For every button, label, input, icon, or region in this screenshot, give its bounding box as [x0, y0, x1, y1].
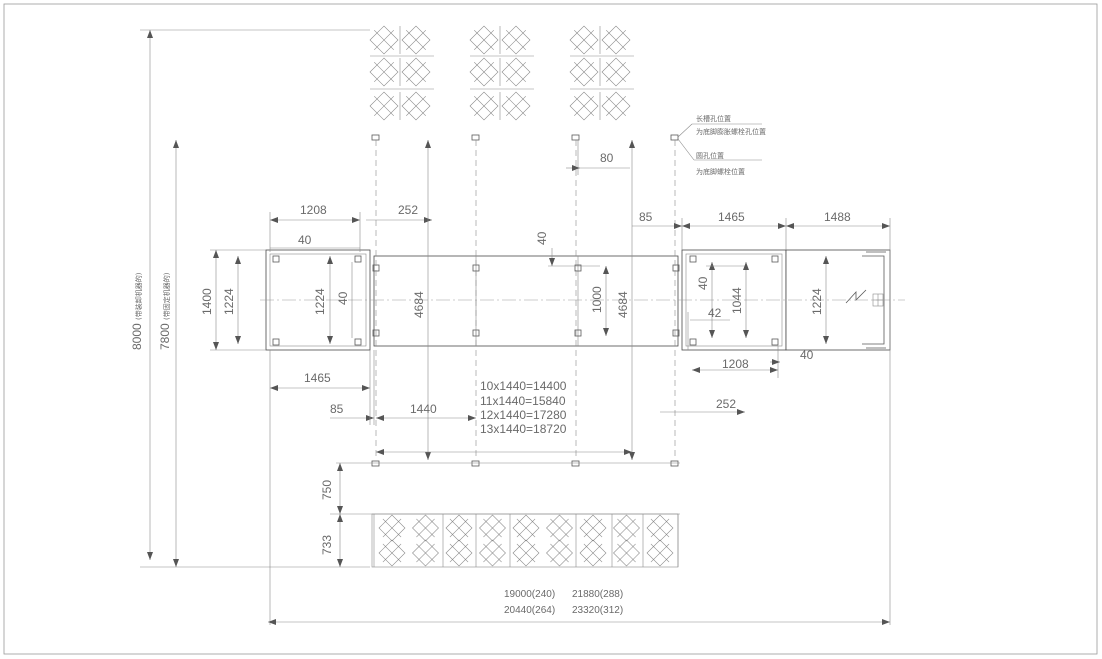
dim-252-top: 252 — [398, 203, 418, 217]
bolt-markers — [272, 134, 779, 467]
dim-40-vert-right: 40 — [696, 276, 710, 290]
total-b: 21880(288) — [572, 589, 623, 600]
bottom-rack-cell — [479, 514, 506, 567]
top-rack-group — [369, 25, 434, 121]
note-slot-desc: 为底脚膨胀螺栓孔位置 — [696, 127, 766, 136]
dim-4684-right: 4684 — [616, 291, 630, 318]
dim-1224-right: 1224 — [810, 288, 824, 315]
dim-85-right: 85 — [639, 210, 653, 224]
length-row-3: 12x1440=17280 — [480, 408, 567, 422]
bottom-rack-cell — [445, 514, 473, 567]
lightning-symbol-icon — [845, 289, 867, 304]
dim-1465-left: 1465 — [304, 371, 331, 385]
total-a: 19000(240) — [504, 589, 555, 600]
dim-1224-b: 1224 — [313, 288, 327, 315]
note-hole-title: 圆孔位置 — [696, 151, 724, 160]
bottom-rack-cell — [646, 514, 674, 567]
dim-4684-left: 4684 — [412, 291, 426, 318]
dim-1400: 1400 — [200, 288, 214, 315]
dim-1208-right: 1208 — [722, 357, 749, 371]
dim-733: 733 — [320, 535, 334, 555]
dim-750: 750 — [320, 480, 334, 500]
total-c: 20440(264) — [504, 605, 555, 616]
total-d: 23320(312) — [572, 605, 623, 616]
length-row-4: 13x1440=18720 — [480, 422, 567, 436]
length-row-2: 11x1440=15840 — [480, 394, 566, 408]
dim-1440: 1440 — [410, 402, 437, 416]
top-rack-modules — [369, 25, 634, 121]
dim-8000-note: (带装卸机器的) — [134, 272, 143, 320]
bottom-rack-row — [371, 513, 679, 568]
dim-42: 42 — [708, 306, 722, 320]
main-conveyor-body — [373, 255, 679, 347]
top-rack-group — [569, 25, 634, 121]
length-row-1: 10x1440=14400 — [480, 379, 567, 393]
dim-40-bottom-right: 40 — [800, 348, 814, 362]
guide-lines — [375, 140, 676, 460]
dim-7800: 7800 — [158, 323, 172, 350]
note-hole-desc: 为底脚螺栓位置 — [696, 167, 745, 176]
dim-40-mid: 40 — [535, 231, 549, 245]
note-slot-title: 长槽孔位置 — [696, 114, 731, 123]
bottom-rack-cell — [579, 514, 607, 567]
top-rack-group — [469, 25, 534, 121]
dim-1488: 1488 — [824, 210, 851, 224]
dim-8000: 8000 — [130, 323, 144, 350]
bottom-rack-cell — [613, 514, 640, 567]
dim-1465-right: 1465 — [718, 210, 745, 224]
dim-1224-a: 1224 — [222, 288, 236, 315]
dimension-lines — [140, 29, 891, 625]
dim-40-left: 40 — [298, 233, 312, 247]
bottom-rack-cell — [412, 514, 439, 567]
bottom-rack-cell — [546, 514, 573, 567]
dim-85-left: 85 — [330, 402, 344, 416]
dim-7800-note: (带固定机器的) — [162, 272, 171, 320]
dim-1044: 1044 — [730, 287, 744, 314]
dim-252-right: 252 — [716, 397, 736, 411]
bottom-rack-cell — [378, 514, 406, 567]
bottom-rack-cell — [512, 514, 540, 567]
drawing-border — [3, 3, 1098, 655]
dim-1000: 1000 — [590, 286, 604, 313]
dim-1208-left: 1208 — [300, 203, 327, 217]
dim-80: 80 — [600, 151, 614, 165]
dim-40-vert-left: 40 — [336, 291, 350, 305]
